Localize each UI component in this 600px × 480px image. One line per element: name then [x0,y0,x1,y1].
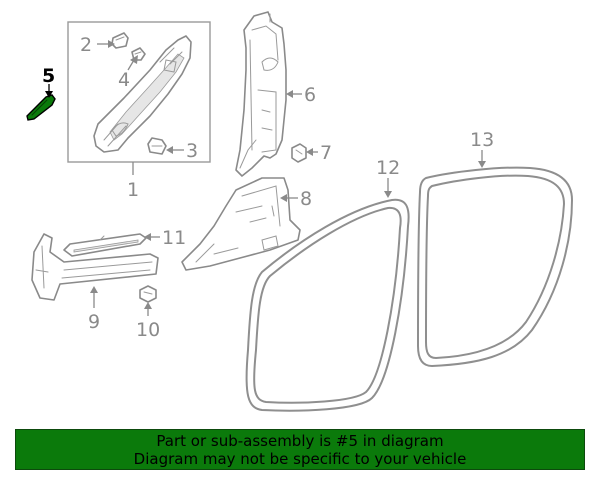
info-banner: Part or sub-assembly is #5 in diagram Di… [15,429,585,470]
callout-1[interactable]: 1 [127,179,139,201]
callout-6[interactable]: 6 [304,84,316,106]
callout-10[interactable]: 10 [136,319,160,341]
part-13-door-seal[interactable] [417,166,573,367]
callout-8[interactable]: 8 [300,188,312,210]
callout-leaders [45,40,486,316]
part-1-box [67,21,211,163]
callout-5[interactable]: 5 [42,65,55,87]
part-7-clip[interactable] [291,143,307,163]
banner-line-1: Part or sub-assembly is #5 in diagram [156,431,444,450]
part-1-a-pillar-trim[interactable] [93,35,192,153]
callout-3[interactable]: 3 [186,140,198,162]
callout-13[interactable]: 13 [470,129,494,151]
part-9-sill-trim[interactable] [31,233,159,301]
part-10-clip[interactable] [139,285,157,303]
part-5-highlighted[interactable] [26,94,56,121]
part-11-scuff-plate[interactable] [63,233,147,257]
banner-line-2: Diagram may not be specific to your vehi… [133,449,467,468]
part-6-b-pillar-upper-trim[interactable] [235,11,287,177]
callout-4[interactable]: 4 [118,69,130,91]
part-8-b-pillar-lower-trim[interactable] [181,177,301,271]
callout-12[interactable]: 12 [376,157,400,179]
callout-2[interactable]: 2 [80,34,92,56]
callout-9[interactable]: 9 [88,311,100,333]
part-3-clip[interactable] [147,137,167,155]
part-12-weatherstrip[interactable] [245,198,410,412]
callout-11[interactable]: 11 [162,227,186,249]
part-2-clip[interactable] [111,32,129,49]
part-5-shape [26,94,56,121]
callout-7[interactable]: 7 [320,142,332,164]
